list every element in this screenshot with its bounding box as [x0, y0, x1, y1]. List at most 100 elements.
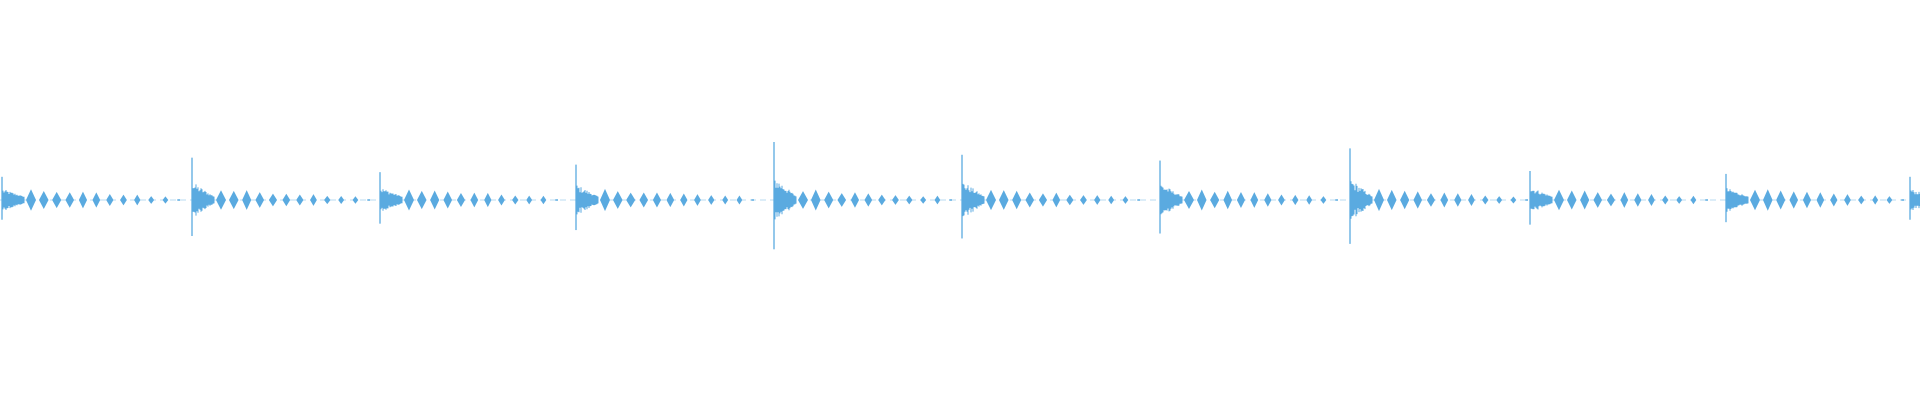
transient-burst: [192, 184, 215, 216]
tone-pulse: [1080, 195, 1087, 205]
tone-pulse: [255, 192, 265, 208]
tone-pulse: [999, 190, 1009, 210]
tone-pulse: [1426, 193, 1436, 207]
tone-pulse: [106, 193, 114, 207]
tone-pulse: [456, 193, 466, 207]
tone-pulse: [906, 195, 913, 205]
transient-burst: [576, 185, 599, 215]
waveform-beat: [1349, 148, 1528, 244]
tone-pulse: [824, 191, 834, 209]
tone-pulse: [498, 194, 505, 206]
tone-pulse: [92, 192, 101, 208]
tone-pulse: [1292, 194, 1299, 206]
tone-pulse: [39, 191, 49, 209]
tone-pulse: [892, 195, 899, 205]
tone-pulse: [694, 194, 701, 206]
tone-pulse: [1606, 193, 1616, 207]
tone-pulse: [26, 189, 36, 211]
tone-pulse: [484, 192, 492, 208]
tone-pulse: [1763, 189, 1773, 211]
tone-pulse: [1400, 190, 1410, 210]
tone-pulse: [1554, 189, 1564, 211]
tone-pulse: [850, 192, 860, 208]
waveform-beat: [1909, 176, 1920, 220]
tone-pulse: [1593, 192, 1603, 208]
transient-burst: [1530, 190, 1553, 210]
waveform-beat: [1725, 173, 1904, 223]
transient-burst: [380, 189, 403, 211]
waveform-beats: [1, 142, 1920, 250]
tone-pulse: [1236, 192, 1246, 208]
tone-pulse: [1025, 192, 1035, 208]
tone-pulse: [1278, 194, 1285, 206]
tone-pulse: [1802, 191, 1812, 209]
tone-pulse: [1320, 196, 1327, 204]
tone-pulse: [1374, 188, 1384, 212]
transient-burst: [1350, 181, 1373, 219]
tone-pulse: [430, 190, 440, 210]
tone-pulse: [811, 189, 821, 211]
tone-pulse: [1454, 193, 1462, 207]
tone-pulse: [148, 196, 155, 204]
tone-pulse: [52, 191, 62, 209]
tone-pulse: [242, 190, 252, 210]
tone-pulse: [1052, 192, 1061, 208]
tone-pulse: [1496, 196, 1503, 204]
tone-pulse: [1387, 189, 1397, 211]
tone-pulse: [443, 191, 453, 209]
tone-pulse: [1858, 195, 1865, 205]
tone-pulse: [1750, 189, 1760, 211]
tone-pulse: [338, 196, 345, 204]
tone-pulse: [1482, 195, 1489, 205]
tone-pulse: [920, 196, 927, 204]
tone-pulse: [120, 194, 127, 206]
tone-pulse: [708, 195, 715, 205]
tone-pulse: [1108, 195, 1115, 205]
tone-pulse: [1038, 193, 1048, 207]
tone-pulse: [324, 195, 331, 205]
tone-pulse: [1066, 194, 1074, 206]
tone-pulse: [1094, 195, 1101, 205]
tone-pulse: [1690, 195, 1697, 205]
tone-pulse: [1648, 193, 1655, 207]
tone-pulse: [1620, 192, 1629, 208]
tone-pulse: [1816, 192, 1825, 208]
tone-pulse: [512, 195, 519, 205]
tone-pulse: [680, 193, 688, 207]
waveform-beat: [1529, 171, 1708, 225]
waveform-beat: [773, 142, 952, 250]
transient-burst: [962, 183, 985, 217]
tone-pulse: [1440, 192, 1449, 208]
waveform-beat: [1, 176, 180, 220]
tone-pulse: [1567, 190, 1577, 210]
tone-pulse: [268, 193, 278, 207]
tone-pulse: [600, 188, 610, 212]
tone-pulse: [1580, 190, 1590, 210]
transient-burst: [774, 180, 797, 220]
transient-burst: [1726, 188, 1749, 212]
tone-pulse: [417, 190, 427, 210]
transient-burst: [1160, 185, 1183, 215]
tone-pulse: [470, 192, 479, 208]
tone-pulse: [1306, 195, 1313, 205]
tone-pulse: [1510, 196, 1517, 204]
tone-pulse: [798, 191, 808, 209]
tone-pulse: [626, 192, 636, 208]
tone-pulse: [1012, 190, 1022, 210]
tone-pulse: [1886, 196, 1893, 204]
tone-pulse: [722, 195, 729, 205]
tone-pulse: [666, 192, 675, 208]
tone-pulse: [639, 192, 649, 208]
tone-pulse: [1789, 191, 1799, 209]
waveform-beat: [575, 164, 754, 231]
tone-pulse: [282, 193, 291, 207]
tone-pulse: [837, 193, 847, 207]
tone-pulse: [162, 196, 169, 204]
tone-pulse: [1662, 195, 1669, 205]
tone-pulse: [78, 191, 88, 209]
tone-pulse: [296, 194, 304, 206]
tone-pulse: [404, 189, 414, 211]
tone-pulse: [1634, 193, 1642, 207]
